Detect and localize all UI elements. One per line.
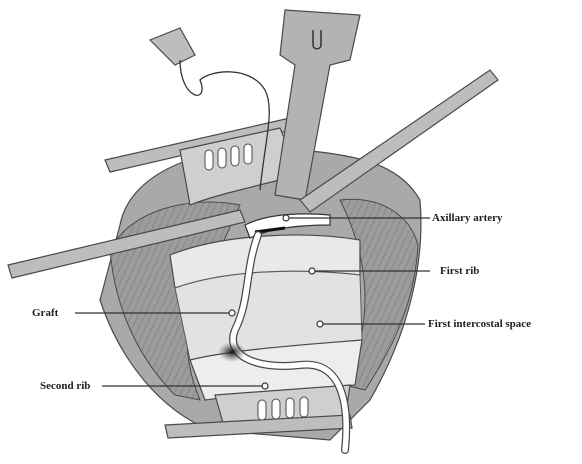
marker-graft [229,310,235,316]
needle-holder [150,28,195,65]
label-axillary-artery: Axillary artery [432,212,503,224]
shadow-spot [218,342,246,362]
marker-second-rib [262,383,268,389]
label-first-rib: First rib [440,265,479,277]
marker-first-rib [309,268,315,274]
marker-intercostal-space [317,321,323,327]
label-graft: Graft [32,307,58,319]
label-first-intercostal-space: First intercostal space [428,318,531,330]
label-second-rib: Second rib [40,380,90,392]
marker-axillary-artery [283,215,289,221]
